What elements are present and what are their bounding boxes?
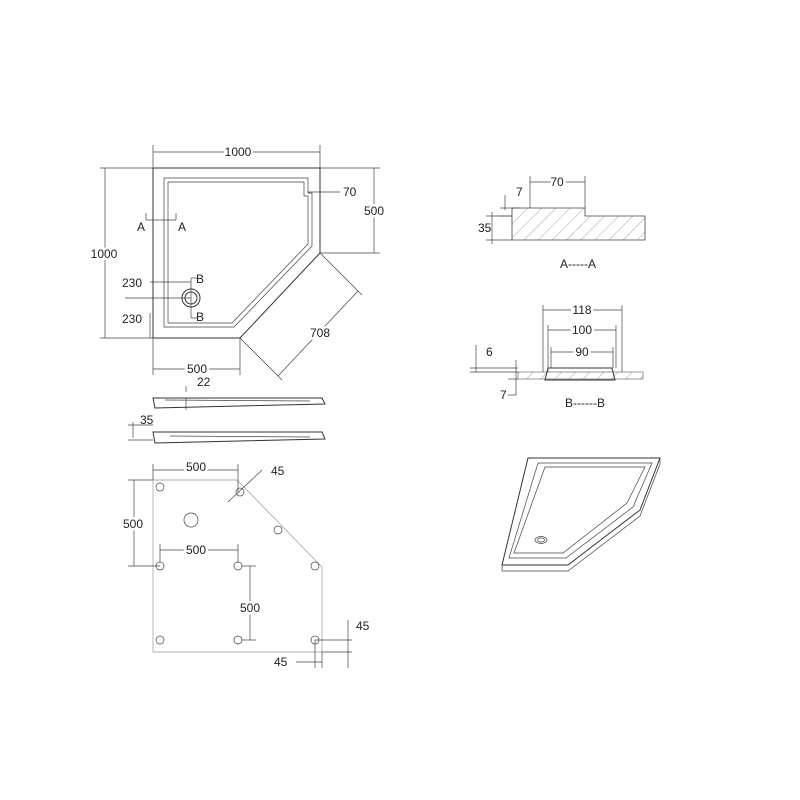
tray-outline xyxy=(152,167,321,339)
section-aa: 70 7 35 A-----A xyxy=(478,173,646,271)
dim-bottom-straight: 500 xyxy=(187,362,207,376)
bottom-view: 500 45 500 500 500 45 45 xyxy=(120,458,370,670)
dim-thickness-35: 35 xyxy=(140,413,154,427)
section-b-bottom: B xyxy=(196,310,204,324)
dim-foot-offset-right: 45 xyxy=(356,619,370,633)
bottom-outline xyxy=(152,479,323,653)
section-a-left: A xyxy=(137,220,145,234)
dim-90: 90 xyxy=(575,345,589,359)
iso-drain xyxy=(534,536,548,544)
dim-118: 118 xyxy=(572,303,591,317)
section-b-top: B xyxy=(196,272,204,286)
dim-spacing-vertical: 500 xyxy=(240,601,260,615)
dim-foot-offset-top-right: 45 xyxy=(271,464,285,478)
foot xyxy=(233,561,243,571)
foot xyxy=(155,635,165,645)
section-a-right: A xyxy=(178,220,186,234)
foot xyxy=(273,525,283,535)
plan-view: 1000 1000 70 500 708 500 230 230 xyxy=(88,143,387,381)
dim-side-straight: 500 xyxy=(364,204,384,218)
foot xyxy=(235,487,245,497)
dim-spacing-mid: 500 xyxy=(186,543,206,557)
dim-rim-width: 70 xyxy=(343,185,357,199)
side-view-2: 35 xyxy=(128,413,326,444)
dim-drain-top: 230 xyxy=(122,276,142,290)
drain-hole xyxy=(183,512,199,528)
dim-thickness-22: 22 xyxy=(197,375,211,389)
dim-width: 1000 xyxy=(225,145,252,159)
section-aa-caption: A-----A xyxy=(560,257,596,271)
foot xyxy=(155,482,165,492)
dim-spacing-left: 500 xyxy=(123,517,143,531)
dim-height-35: 35 xyxy=(478,221,492,235)
dim-foot-offset-bottom: 45 xyxy=(274,655,288,669)
tray-inner-rim xyxy=(163,177,313,328)
foot xyxy=(310,561,320,571)
dim-lip-7: 7 xyxy=(516,185,523,199)
section-bb-caption: B------B xyxy=(565,396,605,410)
dim-7: 7 xyxy=(500,388,507,402)
isometric-view xyxy=(501,457,661,572)
foot xyxy=(233,635,243,645)
section-bb: 118 100 90 6 7 B------B xyxy=(470,301,644,410)
dim-drain-bottom: 230 xyxy=(122,312,142,326)
dim-100: 100 xyxy=(572,323,592,337)
dim-height: 1000 xyxy=(91,247,118,261)
dim-6: 6 xyxy=(486,345,493,359)
dim-spacing-top: 500 xyxy=(186,460,206,474)
dim-rim-70: 70 xyxy=(550,175,564,189)
side-view-1: 22 xyxy=(152,375,326,410)
dim-diagonal: 708 xyxy=(310,326,330,340)
